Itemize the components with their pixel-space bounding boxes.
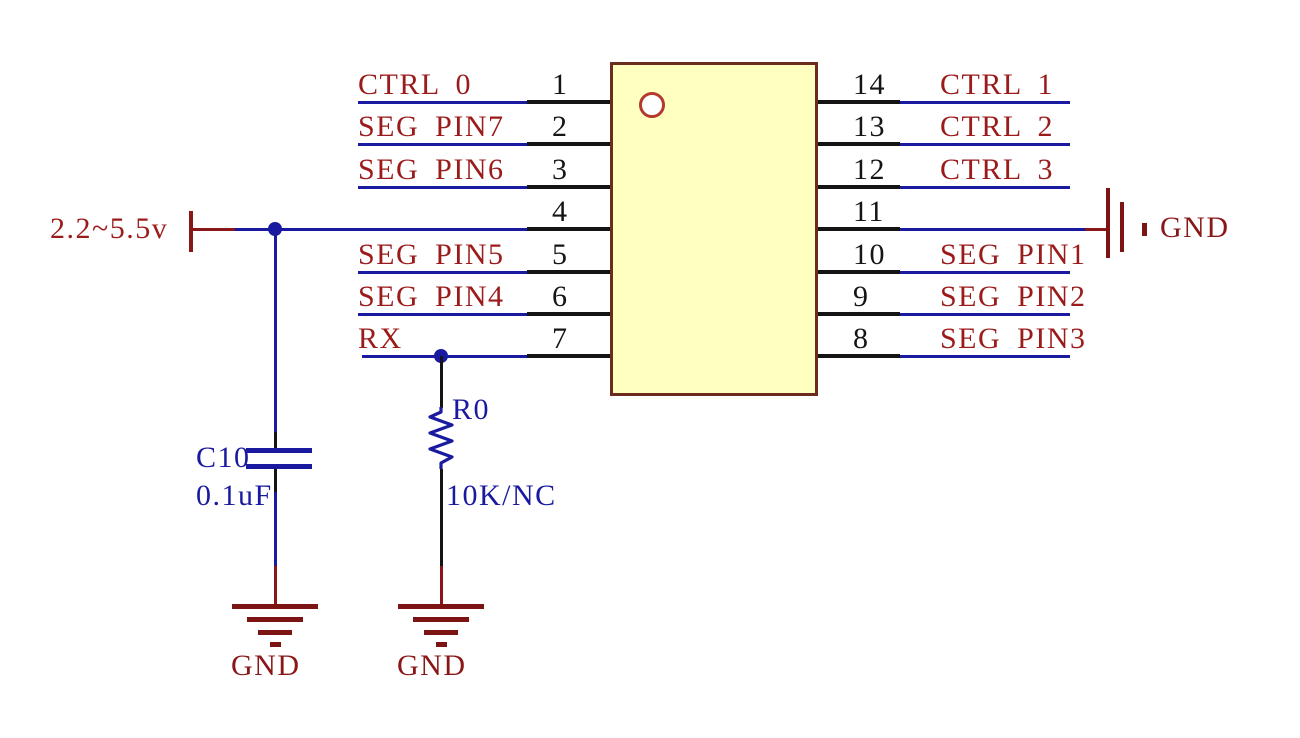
wire-segpin5	[358, 271, 527, 274]
pin-number-1: 1	[552, 68, 569, 101]
pin-stub-14	[818, 100, 900, 104]
wire-cap-top	[274, 229, 277, 432]
pin-number-5: 5	[552, 238, 569, 271]
net-label-segpin5: SEG PIN5	[358, 238, 505, 271]
net-label-ctrl0: CTRL 0	[358, 68, 473, 101]
power-stub	[192, 228, 236, 231]
wire-segpin2	[900, 313, 1070, 316]
pin-stub-5	[527, 270, 610, 274]
gnd-res-bar2	[413, 617, 469, 622]
capacitor-plate-top	[246, 448, 312, 453]
net-label-segpin4: SEG PIN4	[358, 280, 505, 313]
pin-number-9: 9	[853, 280, 870, 313]
net-label-segpin1: SEG PIN1	[940, 238, 1087, 271]
wire-pin11-gnd	[900, 228, 1085, 231]
resistor-ref: R0	[452, 393, 491, 426]
wire-cap-bottom	[274, 492, 277, 566]
wire-ctrl0	[358, 101, 527, 104]
pin-stub-4	[527, 227, 610, 231]
pin-stub-12	[818, 185, 900, 189]
pin-stub-1	[527, 100, 610, 104]
gnd-res-bar3	[424, 630, 458, 635]
pin-stub-13	[818, 142, 900, 146]
wire-ctrl2	[900, 143, 1070, 146]
wire-segpin6	[358, 186, 527, 189]
pin-number-13: 13	[853, 110, 886, 143]
gnd-cap-stub	[274, 566, 277, 606]
gnd-cap-bar1	[232, 604, 318, 609]
gnd-label-right: GND	[1160, 211, 1230, 244]
pin-stub-7	[527, 354, 610, 358]
resistor-value: 10K/NC	[446, 479, 557, 512]
wire-segpin4	[358, 313, 527, 316]
pin-number-7: 7	[552, 322, 569, 355]
capacitor-plate-bottom	[246, 464, 312, 469]
pin-number-2: 2	[552, 110, 569, 143]
gnd-cap-bar3	[258, 630, 292, 635]
cap-stub-top	[274, 432, 277, 449]
gnd-cap-bar4	[270, 642, 281, 647]
capacitor-value: 0.1uF	[196, 479, 273, 512]
net-label-segpin3: SEG PIN3	[940, 322, 1087, 355]
pin-number-12: 12	[853, 153, 886, 186]
pin-stub-8	[818, 354, 900, 358]
pin-number-3: 3	[552, 153, 569, 186]
gnd-cap-bar2	[247, 617, 303, 622]
cap-stub-bottom	[274, 469, 277, 492]
power-terminal-bar	[189, 211, 193, 252]
pin-number-10: 10	[853, 238, 886, 271]
pin-stub-6	[527, 312, 610, 316]
pin-number-8: 8	[853, 322, 870, 355]
gnd-right-bar2	[1120, 202, 1124, 252]
ic-body	[610, 62, 818, 396]
gnd-res-bar4	[436, 642, 447, 647]
gnd-res-bar1	[398, 604, 484, 609]
pin-stub-2	[527, 142, 610, 146]
wire-segpin7	[358, 143, 527, 146]
net-label-segpin7: SEG PIN7	[358, 110, 505, 143]
gnd-right-bar3	[1142, 223, 1147, 236]
gnd-right-bar1	[1106, 188, 1110, 258]
net-label-segpin2: SEG PIN2	[940, 280, 1087, 313]
net-label-segpin6: SEG PIN6	[358, 153, 505, 186]
capacitor-ref: C10	[196, 441, 251, 474]
pin-stub-11	[818, 227, 900, 231]
pin1-marker-icon	[639, 92, 665, 118]
pin-number-14: 14	[853, 68, 886, 101]
net-label-ctrl2: CTRL 2	[940, 110, 1055, 143]
resistor-zigzag-icon	[428, 407, 454, 469]
pin-stub-10	[818, 270, 900, 274]
wire-res-bottom	[440, 469, 443, 566]
pin-number-11: 11	[853, 195, 885, 228]
gnd-label-cap: GND	[231, 649, 301, 682]
wire-segpin1	[900, 271, 1070, 274]
wire-ctrl3	[900, 186, 1070, 189]
pin-number-4: 4	[552, 195, 569, 228]
gnd-res-stub	[440, 566, 443, 606]
wire-ctrl1	[900, 101, 1070, 104]
wire-res-top	[440, 356, 443, 408]
gnd-right-stub	[1085, 228, 1108, 231]
net-label-rx: RX	[358, 322, 403, 355]
net-label-ctrl1: CTRL 1	[940, 68, 1055, 101]
pin-stub-9	[818, 312, 900, 316]
net-label-ctrl3: CTRL 3	[940, 153, 1055, 186]
wire-power	[235, 228, 527, 231]
gnd-label-res: GND	[397, 649, 467, 682]
pin-stub-3	[527, 185, 610, 189]
wire-segpin3	[900, 355, 1070, 358]
pin-number-6: 6	[552, 280, 569, 313]
power-label: 2.2~5.5v	[50, 212, 169, 245]
